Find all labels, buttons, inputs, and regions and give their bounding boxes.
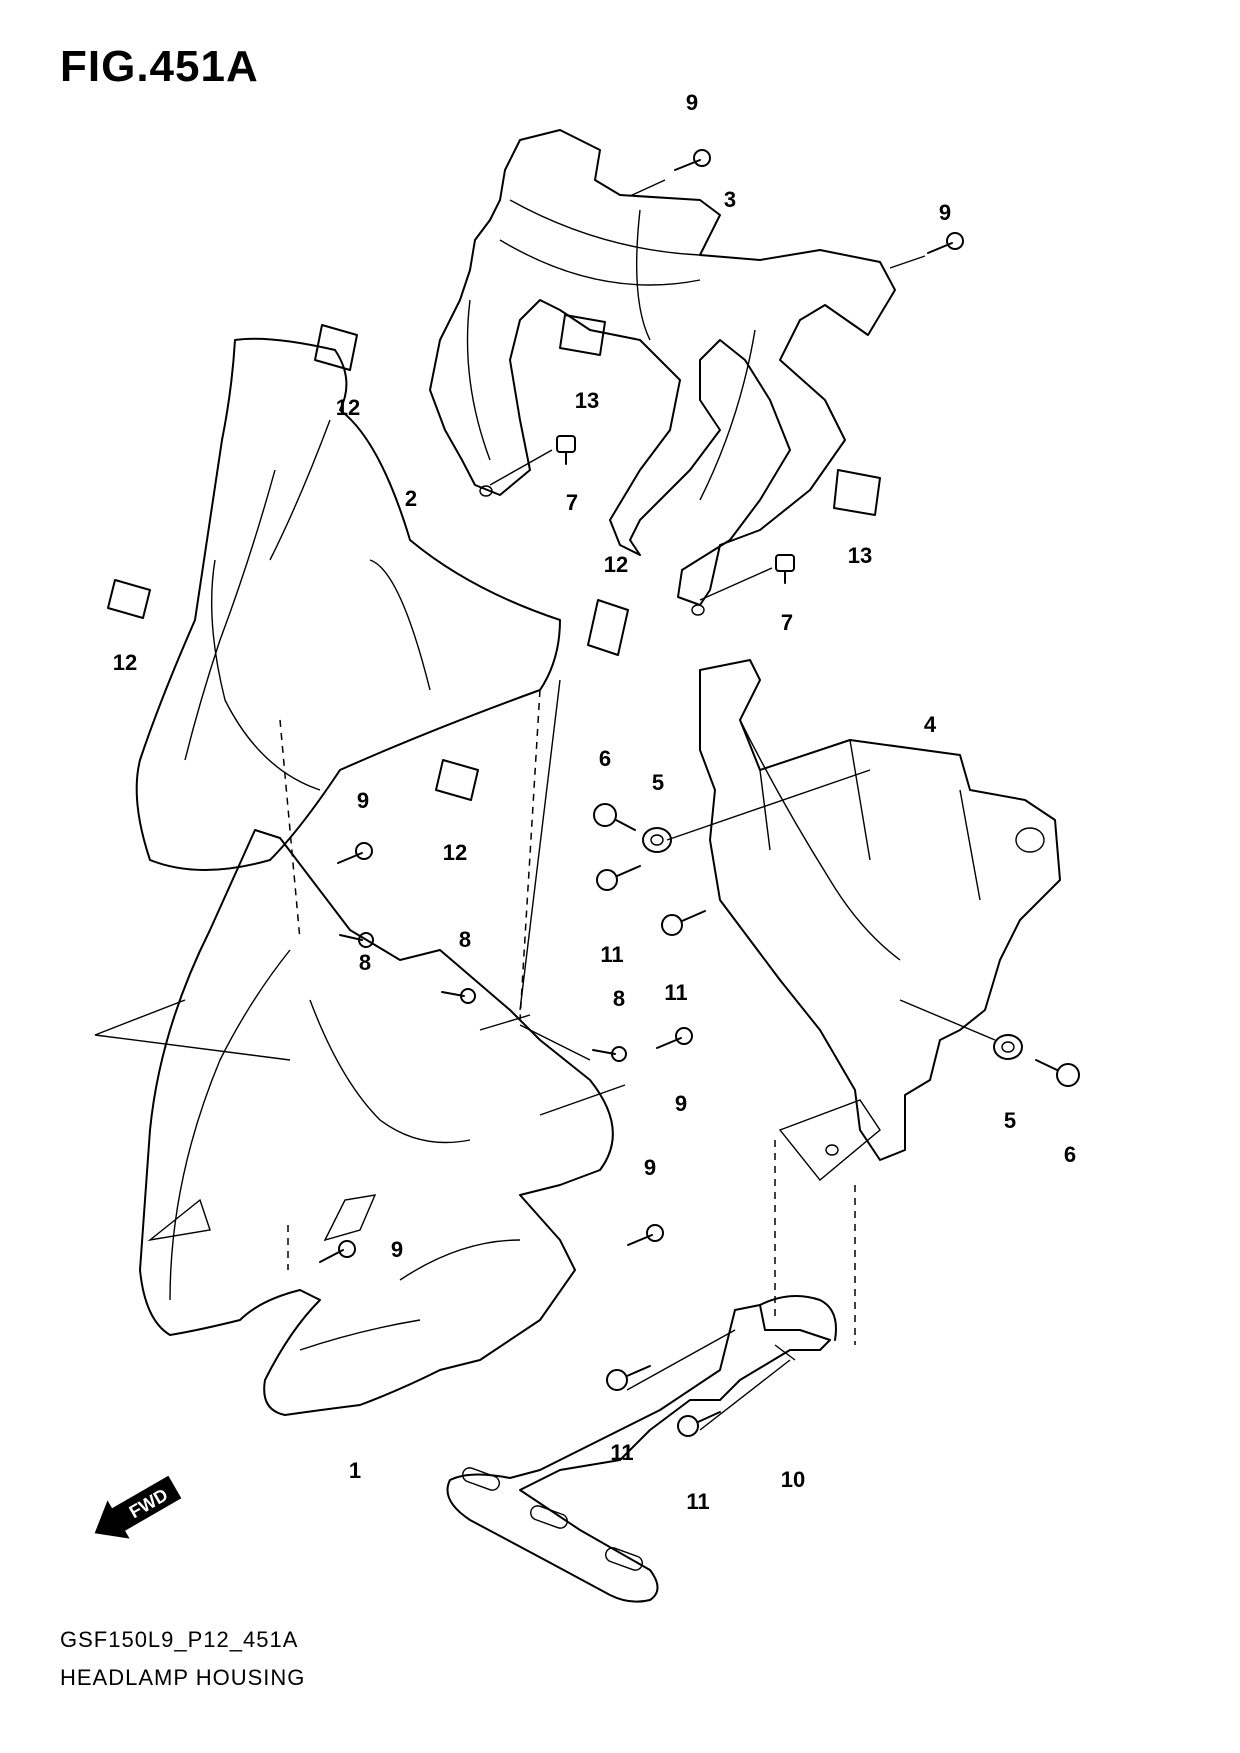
pad-12-d bbox=[435, 759, 479, 801]
callout: 11 bbox=[610, 1440, 633, 1465]
callout: 7 bbox=[781, 610, 793, 635]
part-10-lower-stay bbox=[446, 1295, 837, 1603]
screw-8-c bbox=[592, 1046, 627, 1062]
callout: 9 bbox=[644, 1155, 656, 1180]
bolt-11-c bbox=[606, 1365, 651, 1391]
callout: 9 bbox=[675, 1091, 687, 1116]
callout: 8 bbox=[459, 927, 471, 952]
screw-8-a bbox=[339, 932, 374, 948]
bolt-11-d bbox=[677, 1411, 721, 1437]
screw-9-d bbox=[656, 1027, 693, 1049]
screw-9-a bbox=[674, 149, 711, 171]
callout-labels: 9 9 3 12 2 13 7 12 12 13 7 4 9 12 6 5 8 … bbox=[113, 90, 1076, 1514]
callout: 5 bbox=[652, 770, 664, 795]
callout: 6 bbox=[1064, 1142, 1076, 1167]
callout: 12 bbox=[336, 395, 360, 420]
pad-12-c bbox=[587, 599, 629, 656]
callout: 4 bbox=[924, 712, 937, 737]
callout: 10 bbox=[781, 1467, 805, 1492]
figure-name: HEADLAMP HOUSING bbox=[60, 1665, 306, 1690]
screw-9-c bbox=[337, 842, 373, 864]
figure-title: FIG.451A bbox=[60, 42, 259, 91]
bolt-6-a bbox=[593, 803, 636, 831]
bolt-6-b bbox=[1035, 1059, 1080, 1087]
grommet-5-a bbox=[642, 827, 672, 853]
clip-7-b bbox=[775, 554, 795, 584]
callout: 13 bbox=[848, 543, 872, 568]
callout: 1 bbox=[349, 1458, 361, 1483]
callout: 12 bbox=[604, 552, 628, 577]
callout: 2 bbox=[405, 486, 417, 511]
callout: 3 bbox=[724, 187, 736, 212]
callout: 11 bbox=[600, 942, 623, 967]
callout: 6 bbox=[599, 746, 611, 771]
pad-13-a bbox=[559, 314, 606, 356]
callout: 9 bbox=[939, 200, 951, 225]
clip-7-a bbox=[556, 435, 576, 465]
callout: 9 bbox=[686, 90, 698, 115]
figure-code: GSF150L9_P12_451A bbox=[60, 1627, 299, 1652]
bolt-11-a bbox=[596, 865, 641, 891]
screw-9-e bbox=[627, 1224, 664, 1246]
callout: 13 bbox=[575, 388, 599, 413]
callout: 5 bbox=[1004, 1108, 1016, 1133]
callout: 9 bbox=[357, 788, 369, 813]
screw-8-b bbox=[441, 988, 476, 1004]
grommet-5-b bbox=[993, 1034, 1023, 1060]
callout: 8 bbox=[613, 986, 625, 1011]
callout: 9 bbox=[391, 1237, 403, 1262]
part-2-visor bbox=[135, 337, 561, 871]
pad-12-b bbox=[107, 579, 151, 619]
pad-12-a bbox=[314, 324, 358, 371]
callout: 11 bbox=[664, 980, 687, 1005]
part-3-inner-housing bbox=[429, 129, 896, 616]
pads-12-13 bbox=[107, 314, 881, 801]
part-4-bracket bbox=[699, 659, 1061, 1181]
part-1-front-cowl bbox=[139, 829, 614, 1416]
callout: 12 bbox=[443, 840, 467, 865]
bolt-11-b bbox=[661, 910, 706, 936]
callout: 7 bbox=[566, 490, 578, 515]
leader-lines bbox=[94, 179, 996, 1431]
pad-13-b bbox=[833, 469, 881, 516]
callout: 12 bbox=[113, 650, 137, 675]
screw-9-f bbox=[319, 1240, 356, 1263]
hardware bbox=[319, 149, 1080, 1437]
callout: 11 bbox=[686, 1489, 709, 1514]
callout: 8 bbox=[359, 950, 371, 975]
screw-9-b bbox=[927, 232, 964, 254]
fwd-arrow-icon: FWD bbox=[94, 1475, 182, 1539]
